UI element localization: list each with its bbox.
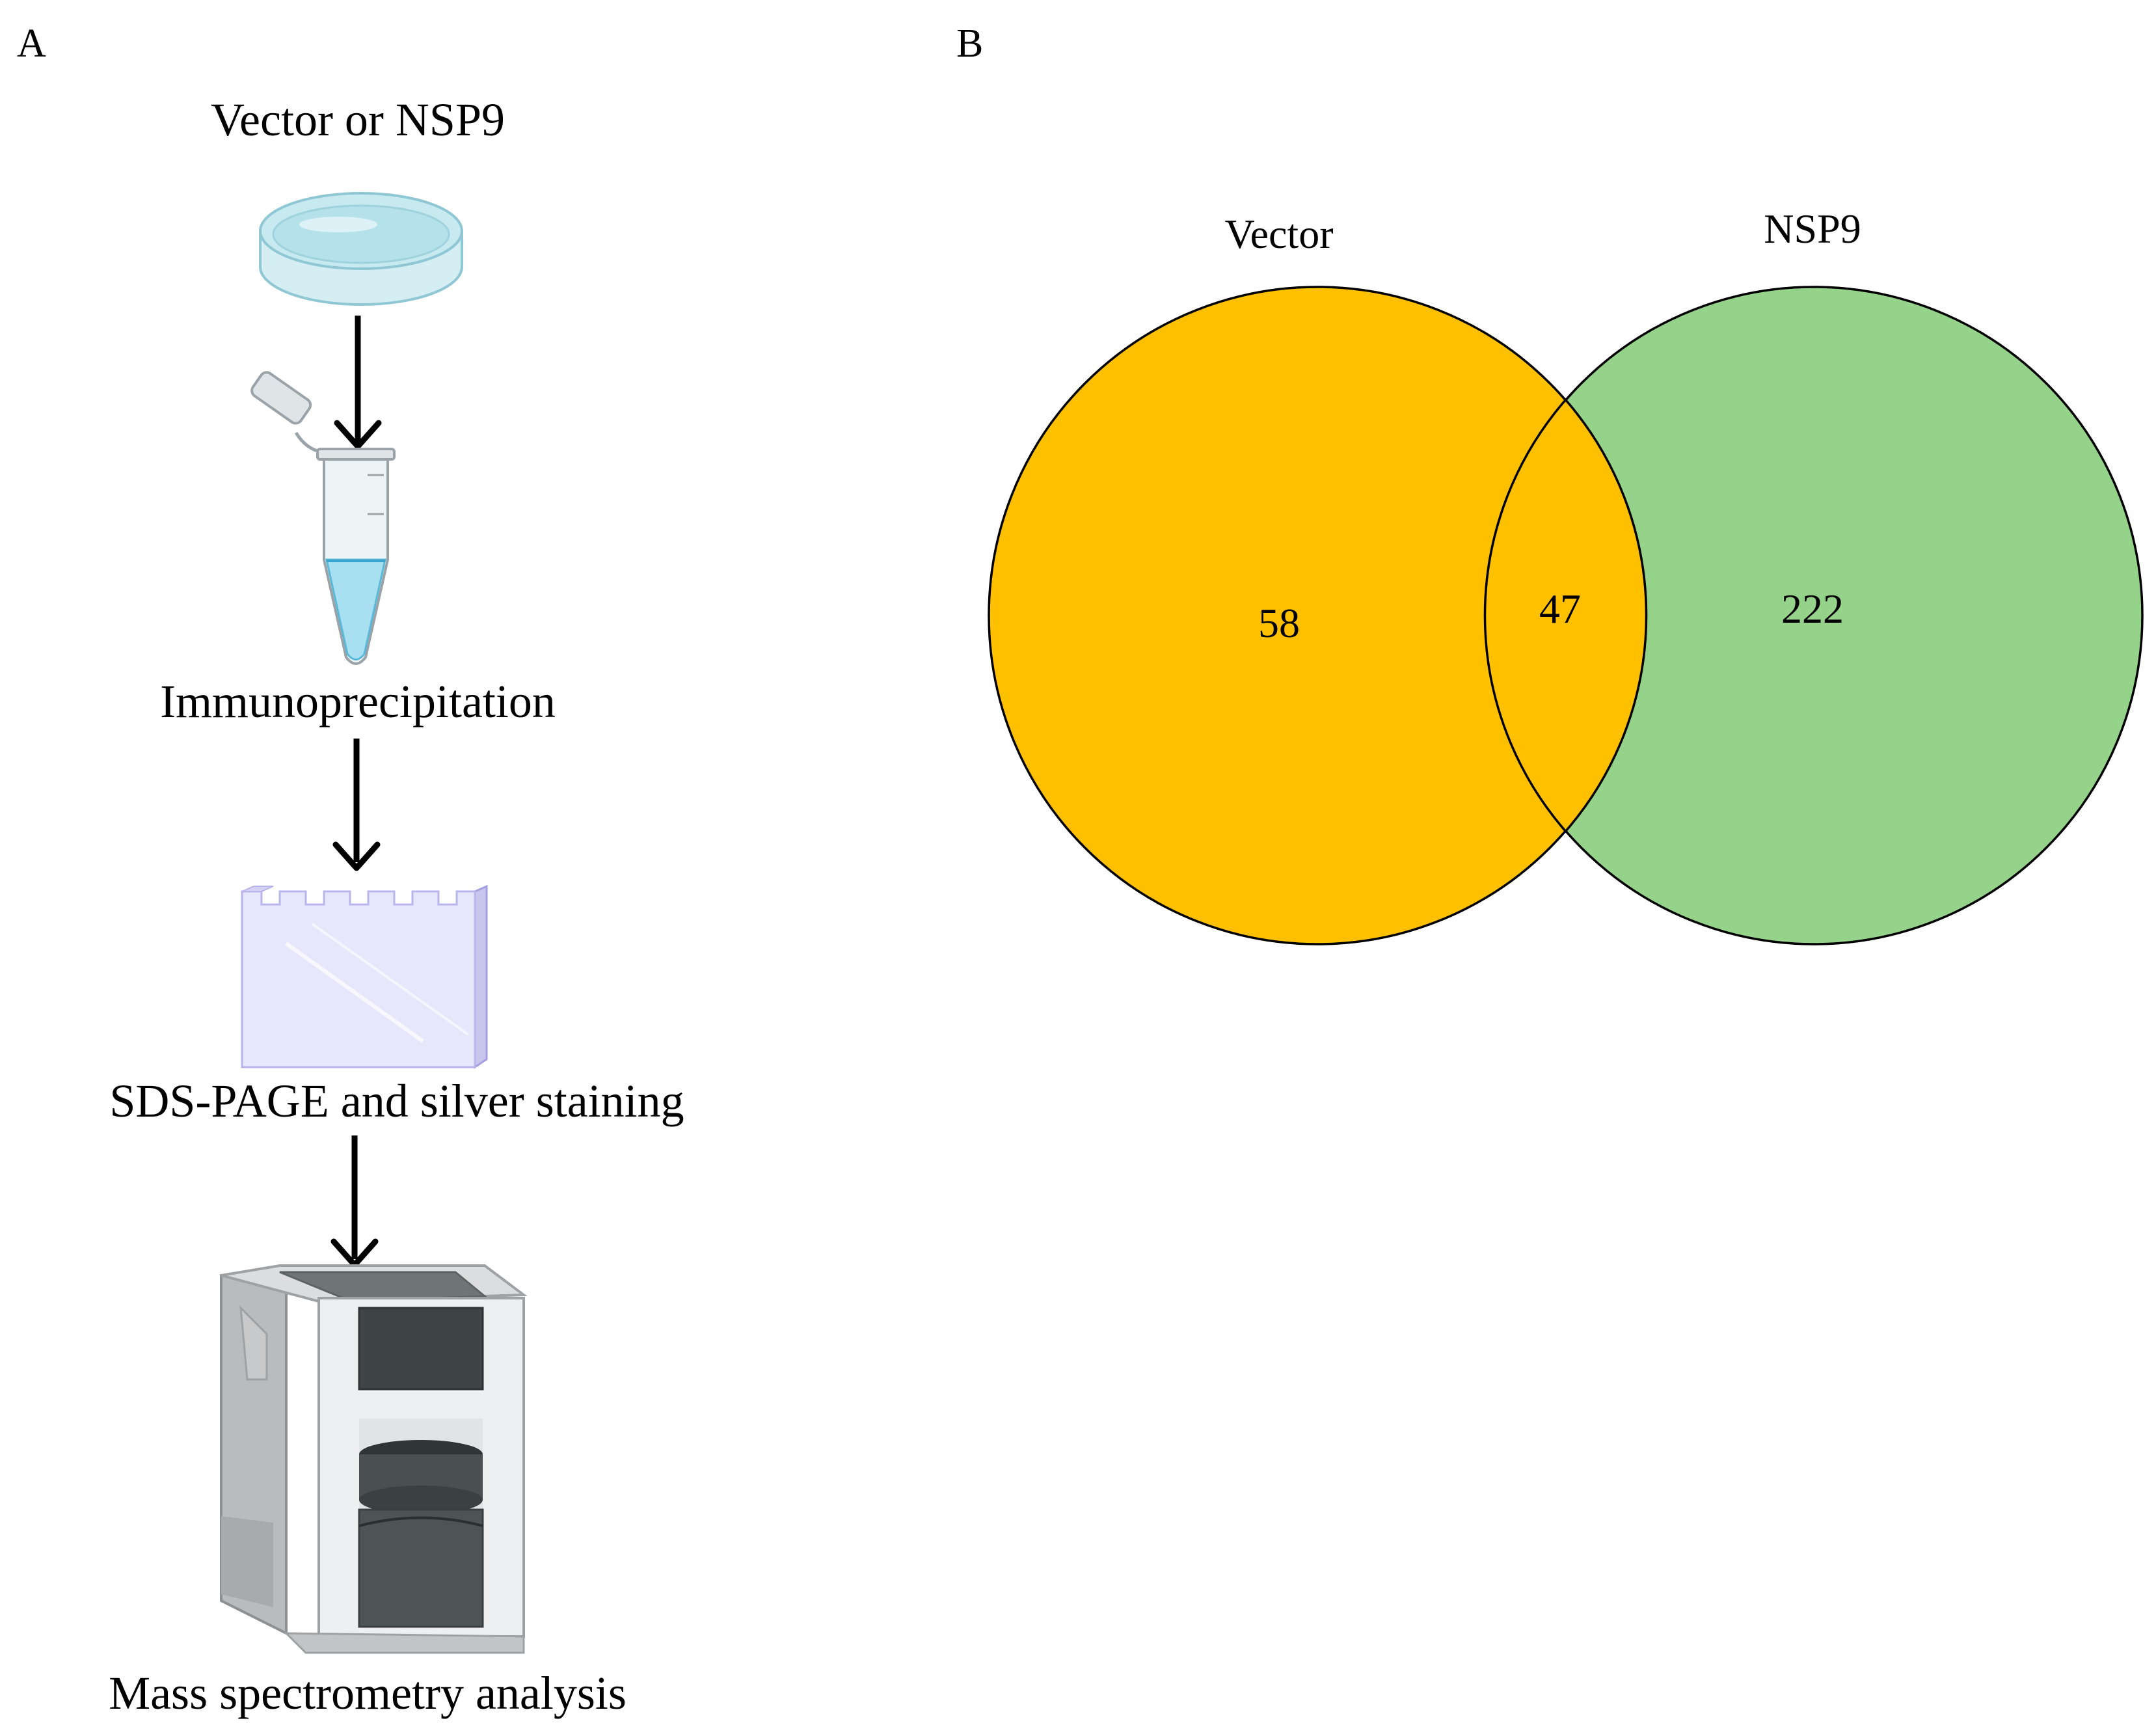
venn-intersection	[1485, 400, 1647, 832]
step-label-mass-spectrometry: Mass spectrometry analysis	[109, 1667, 627, 1719]
gel-icon	[241, 884, 488, 1069]
step-label-vector-or-nsp9: Vector or NSP9	[211, 94, 505, 146]
step-label-immunoprecipitation: Immunoprecipitation	[160, 675, 556, 727]
arrow-2-head	[332, 841, 381, 871]
step-label-sds-page: SDS-PAGE and silver staining	[109, 1075, 684, 1127]
venn-label-nsp9: NSP9	[1764, 206, 1861, 252]
venn-diagram	[988, 286, 2144, 945]
microcentrifuge-tube-icon	[250, 371, 396, 665]
venn-count-vector-only: 58	[1258, 600, 1300, 646]
panel-a-label: A	[17, 21, 46, 66]
arrow-1-head	[334, 420, 382, 450]
petri-dish-icon	[259, 192, 463, 306]
panel-b-label: B	[956, 21, 984, 66]
venn-count-nsp9-only: 222	[1781, 586, 1844, 632]
mass-spectrometer-icon	[220, 1264, 528, 1654]
venn-label-vector: Vector	[1224, 211, 1334, 257]
venn-count-intersection: 47	[1539, 586, 1581, 632]
